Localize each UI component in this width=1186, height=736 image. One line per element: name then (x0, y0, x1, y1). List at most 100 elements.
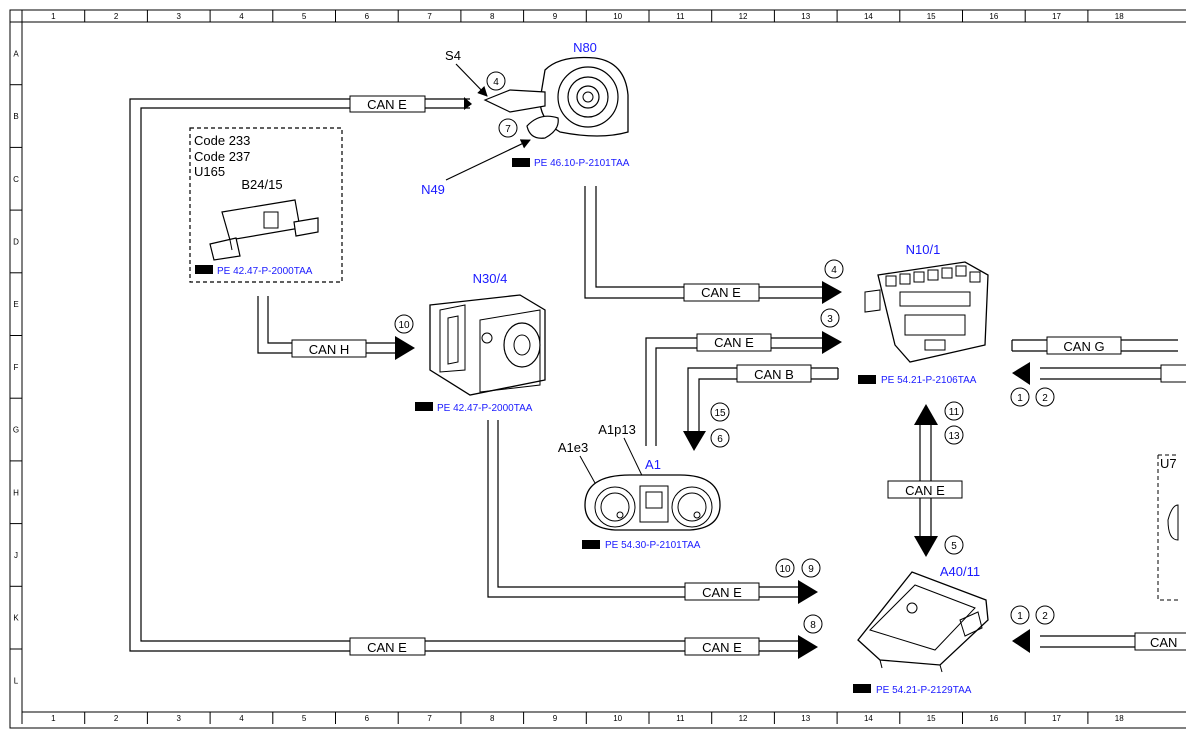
bus-label-can-e-bottom-left: CAN E (367, 640, 407, 655)
b2415-ref[interactable]: PE 42.47-P-2000TAA (195, 265, 313, 277)
n49-label: N49 (421, 182, 445, 197)
marker-2-lower: 2 (1035, 605, 1055, 625)
reference-hand-icon (582, 540, 600, 549)
marker-1-upper: 1 (1010, 387, 1030, 407)
grid-row-label: H (13, 488, 19, 497)
grid-column-label: 16 (989, 12, 998, 21)
grid-column-label: 3 (177, 714, 182, 723)
arrow-left-a4011 (1012, 629, 1030, 653)
arrowheads (395, 281, 1030, 659)
grid-column-label: 8 (490, 12, 495, 21)
a4011-ref-text: PE 54.21-P-2129TAA (876, 685, 972, 696)
marker-9: 9 (801, 558, 821, 578)
n101-ref-text: PE 54.21-P-2106TAA (881, 375, 977, 386)
a4011-module (857, 571, 989, 673)
reference-hand-icon (512, 158, 530, 167)
n304-ref-text: PE 42.47-P-2000TAA (437, 403, 533, 414)
wiring (129, 98, 1178, 652)
a1-ref[interactable]: PE 54.30-P-2101TAA (582, 540, 701, 551)
marker-10-a4011: 10 (775, 558, 795, 578)
b2415-code-2: Code 237 (194, 149, 250, 164)
n80-steering-column-module (483, 56, 629, 139)
marker-text: 1 (1017, 611, 1023, 622)
grid-column-label: 4 (239, 12, 244, 21)
grid-column-label: 10 (613, 714, 622, 723)
n80-ref[interactable]: PE 46.10-P-2101TAA (512, 158, 630, 169)
n80-ref-text: PE 46.10-P-2101TAA (534, 158, 630, 169)
n101-ref[interactable]: PE 54.21-P-2106TAA (858, 375, 977, 386)
u7-label: U7 (1160, 456, 1177, 471)
grid-column-label: 4 (239, 714, 244, 723)
grid-column-label: 5 (302, 12, 307, 21)
marker-text: 11 (949, 407, 960, 418)
bus-label-can-e-vertical: CAN E (905, 483, 945, 498)
arrow-up-n101 (914, 404, 938, 425)
marker-text: 4 (831, 265, 837, 276)
marker-10-n304: 10 (394, 314, 414, 334)
reference-hand-icon (415, 402, 433, 411)
grid-column-label: 15 (927, 12, 936, 21)
wire-b2415-n304-b (267, 296, 403, 344)
grid-column-label: 18 (1115, 12, 1124, 21)
marker-text: 10 (398, 320, 410, 331)
marker-11: 11 (944, 401, 964, 421)
grid-column-label: 16 (989, 714, 998, 723)
reference-hand-icon (858, 375, 876, 384)
marker-6: 6 (710, 428, 730, 448)
a1-label: A1 (645, 457, 661, 472)
grid-row-label: K (13, 614, 19, 623)
marker-5: 5 (944, 535, 964, 555)
bus-labels: CAN E CAN E CAN H CAN E CAN B CAN G CAN … (291, 95, 1186, 656)
a4011-label: A40/11 (940, 564, 980, 579)
a4011-ref[interactable]: PE 54.21-P-2129TAA (853, 684, 972, 696)
arrow-into-a4011-upper (798, 580, 818, 604)
marker-4-n80: 4 (486, 71, 506, 91)
marker-text: 9 (808, 564, 814, 575)
n304-ref[interactable]: PE 42.47-P-2000TAA (415, 402, 533, 414)
a1e3-label: A1e3 (558, 440, 588, 455)
marker-13: 13 (944, 425, 964, 445)
reference-hand-icon (195, 265, 213, 274)
marker-text: 2 (1042, 393, 1048, 404)
n80-label: N80 (573, 40, 597, 55)
wire-a1-n101-a (645, 337, 830, 446)
grid-column-label: 15 (927, 714, 936, 723)
grid-column-label: 7 (427, 714, 432, 723)
grid-column-label: 13 (801, 714, 810, 723)
grid-row-label: J (14, 551, 18, 560)
n304-label: N30/4 (473, 271, 508, 286)
wire-can-e-left-loop-inner (140, 107, 805, 642)
wire-a1-n101-b (655, 347, 830, 446)
marker-text: 7 (505, 124, 511, 135)
arrow-down-a4011 (914, 536, 938, 557)
arrow-into-n80 (464, 97, 472, 110)
u7-module-partial (1167, 504, 1179, 541)
b2415-ref-text: PE 42.47-P-2000TAA (217, 266, 313, 277)
u7-option-box (1157, 454, 1178, 601)
grid-column-label: 18 (1115, 714, 1124, 723)
wire-n80-n101-b (595, 186, 830, 288)
grid-column-label: 2 (114, 12, 119, 21)
b2415-code-1: Code 233 (194, 133, 250, 148)
bus-label-can-e-n80-n101: CAN E (701, 285, 741, 300)
marker-3-n101: 3 (820, 308, 840, 328)
grid-column-label: 6 (365, 12, 370, 21)
n101-module (864, 261, 989, 363)
grid-column-label: 12 (739, 12, 748, 21)
drawing-frame (9, 9, 1186, 729)
grid-row-label: B (13, 112, 18, 121)
marker-text: 13 (948, 431, 960, 442)
arrow-into-n304 (395, 336, 415, 360)
grid-column-label: 17 (1052, 714, 1061, 723)
s4-label: S4 (445, 48, 461, 63)
grid-column-label: 14 (864, 714, 873, 723)
grid-column-label: 7 (427, 12, 432, 21)
a1-instrument-cluster (584, 474, 721, 531)
grid-column-label: 8 (490, 714, 495, 723)
grid-column-label: 13 (801, 12, 810, 21)
bus-label-can-partial: CAN (1150, 635, 1177, 650)
marker-text: 3 (827, 314, 833, 325)
arrow-can-b-down (683, 431, 706, 451)
